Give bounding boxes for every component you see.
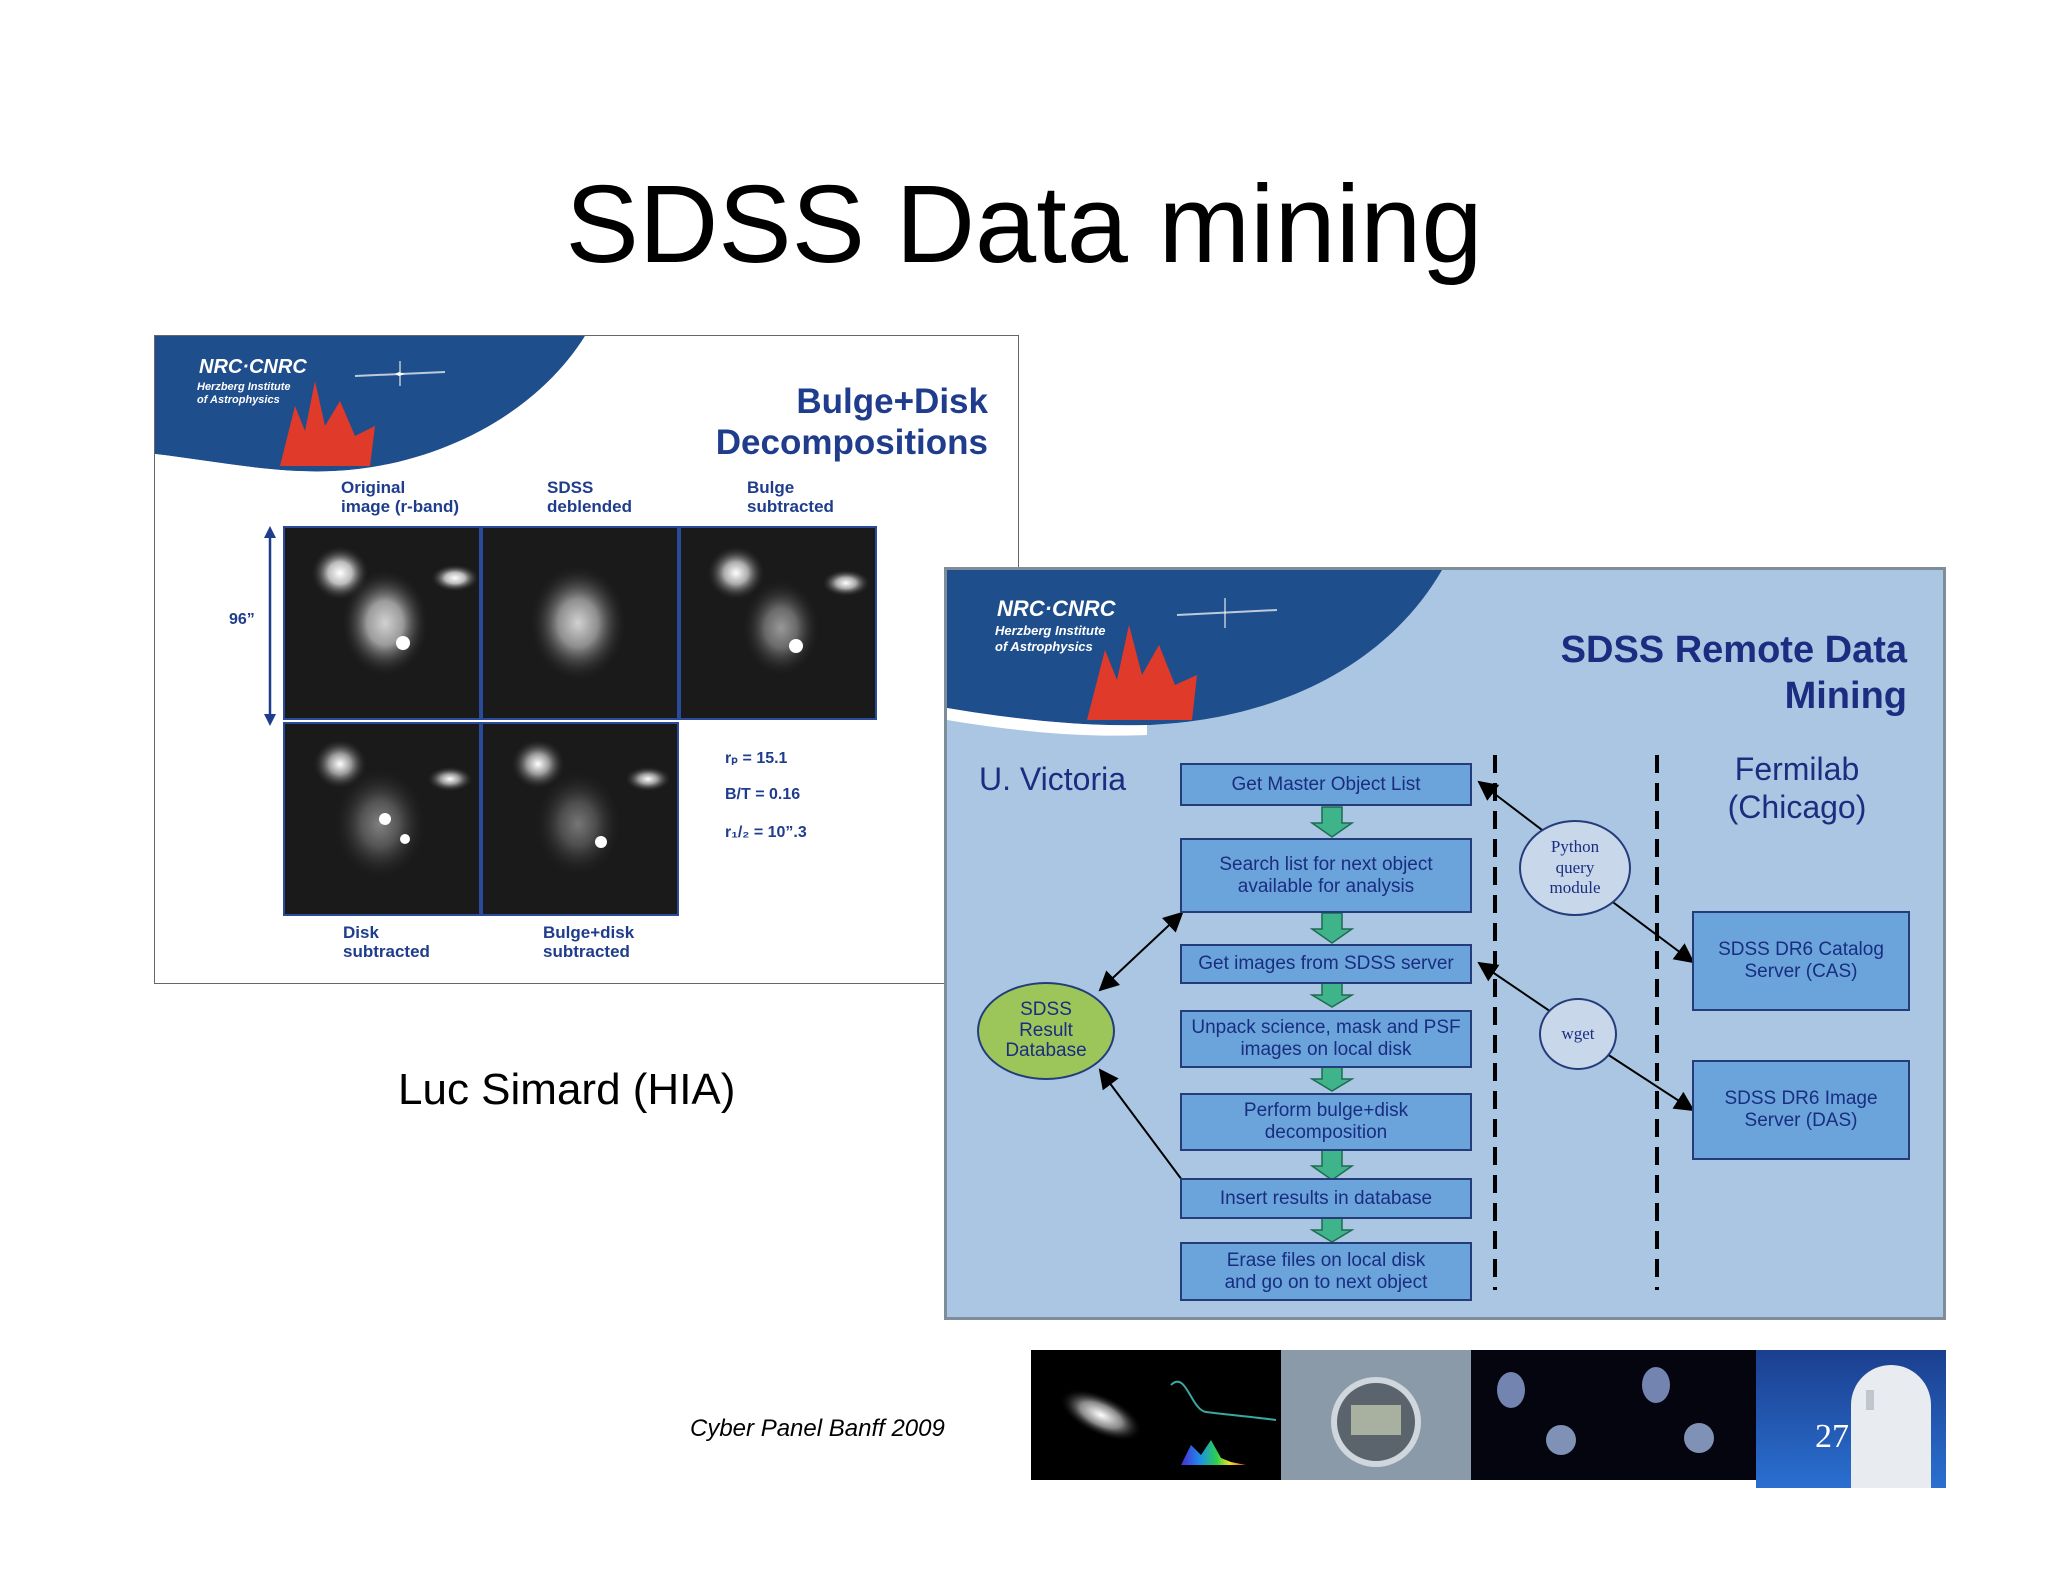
institute-name: Herzberg Institute of Astrophysics [995,623,1106,654]
step-get-master-list: Get Master Object List [1180,763,1472,806]
remote-data-mining-slide: NRC·CNRC Herzberg Institute of Astrophys… [944,567,1946,1320]
galaxy-original-image [283,526,481,720]
footer-event: Cyber Panel Banff 2009 [690,1415,945,1442]
step-arrows [1309,806,1355,1243]
label-bulge-subtracted: Bulge subtracted [747,478,834,516]
step-search-next-object: Search list for next object available fo… [1180,838,1472,913]
label-bulge-disk-subtracted: Bulge+disk subtracted [543,923,635,961]
right-slide-heading: SDSS Remote Data Mining [1561,628,1907,719]
step-insert-results: Insert results in database [1180,1178,1472,1219]
label-deblended: SDSS deblended [547,478,633,516]
left-slide-heading: Bulge+Disk Decompositions [716,381,988,464]
step-get-images: Get images from SDSS server [1180,944,1472,984]
wget-tool: wget [1539,998,1617,1070]
page-number: 27 [1815,1418,1849,1455]
param-rp: rₚ = 15.1 [725,750,788,767]
param-bt: B/T = 0.16 [725,786,801,803]
param-rhalf: r₁/₂ = 10”.3 [725,824,807,841]
step-unpack-images: Unpack science, mask and PSF images on l… [1180,1010,1472,1068]
dimension-label: 96” [229,611,255,628]
heading-line-1: SDSS Remote Data [1560,629,1907,671]
galaxy-bulge-disk-subtracted-image [481,722,679,916]
heading-line-1: Bulge+Disk [796,382,988,421]
galaxy-deblended-image [481,526,679,720]
image-server-das: SDSS DR6 Image Server (DAS) [1692,1060,1910,1160]
flow-connectors [1098,755,1695,1290]
nrc-header-art [947,570,1442,736]
nrc-logo: NRC·CNRC [199,356,307,378]
label-original: Original image (r-band) [341,478,460,516]
uvictoria-label: U. Victoria [979,761,1127,797]
nrc-header-art [155,336,595,482]
step-erase-files: Erase files on local disk and go on to n… [1180,1242,1472,1301]
result-database: SDSS Result Database [977,982,1115,1080]
dimension-arrow [264,526,276,726]
heading-line-2: Mining [1784,674,1907,717]
astronomy-image-strip [1031,1350,1946,1488]
python-query-module: Python query module [1519,820,1631,916]
institute-name: Herzberg Institute of Astrophysics [197,381,291,407]
heading-line-2: Decompositions [715,423,988,463]
nrc-logo: NRC·CNRC [997,596,1116,621]
step-decomposition: Perform bulge+disk decomposition [1180,1093,1472,1151]
label-disk-subtracted: Disk subtracted [343,923,430,961]
catalog-server-cas: SDSS DR6 Catalog Server (CAS) [1692,911,1910,1011]
bulge-disk-slide: NRC·CNRC Herzberg Institute of Astrophys… [154,335,1019,984]
galaxy-disk-subtracted-image [283,722,481,916]
fermilab-label: Fermilab (Chicago) [1727,751,1867,826]
slide-title: SDSS Data mining [565,163,1483,286]
presenter-name: Luc Simard (HIA) [398,1065,736,1114]
galaxy-bulge-subtracted-image [679,526,877,720]
